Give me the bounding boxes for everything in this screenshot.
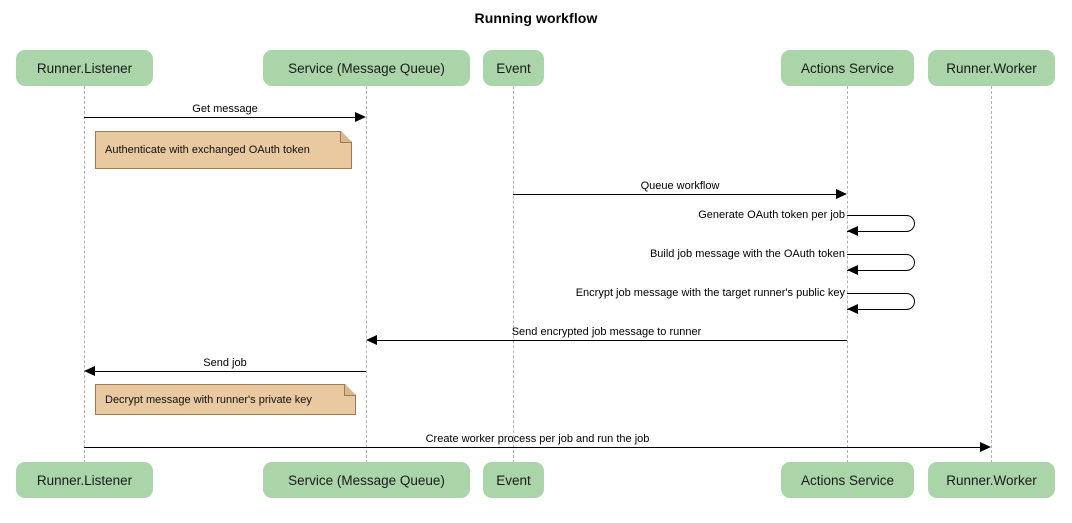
participant-label: Event: [496, 472, 531, 488]
message-line-queue-workflow: [513, 194, 837, 195]
message-line-get-message: [84, 117, 356, 118]
message-line-send-job: [95, 371, 366, 372]
participant-runner-worker-bottom[interactable]: Runner.Worker: [928, 462, 1055, 498]
arrowhead-create-worker-process: [980, 442, 991, 452]
arrowhead-encrypt-job-message: [847, 304, 858, 314]
participant-service-mq-bottom[interactable]: Service (Message Queue): [263, 462, 470, 498]
participant-label: Runner.Listener: [36, 60, 133, 76]
selfloop-build-job-message: [847, 254, 915, 271]
message-label-send-encrypted-job: Send encrypted job message to runner: [511, 326, 702, 338]
participant-label: Actions Service: [800, 60, 895, 76]
note-fold-cut: [341, 131, 352, 142]
participant-runner-worker-top[interactable]: Runner.Worker: [928, 50, 1055, 86]
arrowhead-send-job: [84, 366, 95, 376]
arrowhead-build-job-message: [847, 265, 858, 275]
message-label-build-job-message: Build job message with the OAuth token: [649, 248, 845, 260]
participant-actions-service-top[interactable]: Actions Service: [781, 50, 914, 86]
message-label-queue-workflow: Queue workflow: [640, 180, 720, 192]
arrowhead-get-message: [355, 112, 366, 122]
message-label-send-job: Send job: [203, 357, 247, 369]
note-fold-cut: [345, 384, 356, 395]
arrowhead-send-encrypted-job: [366, 335, 377, 345]
lifeline-runner-worker: [991, 86, 992, 463]
participant-label: Runner.Worker: [946, 472, 1037, 488]
message-label-encrypt-job-message: Encrypt job message with the target runn…: [575, 287, 845, 299]
participant-label: Service (Message Queue): [288, 60, 445, 76]
lifeline-service-mq: [366, 86, 367, 463]
lifeline-event: [513, 86, 514, 463]
participant-event-top[interactable]: Event: [483, 50, 544, 86]
selfloop-encrypt-job-message: [847, 293, 915, 310]
message-label-generate-oauth-token: Generate OAuth token per job: [698, 209, 845, 221]
note-text: Decrypt message with runner's private ke…: [105, 393, 312, 406]
diagram-title: Running workflow: [474, 10, 598, 26]
participant-service-mq-top[interactable]: Service (Message Queue): [263, 50, 470, 86]
arrowhead-generate-oauth-token: [847, 226, 858, 236]
participant-label: Runner.Worker: [946, 60, 1037, 76]
participant-label: Event: [496, 60, 531, 76]
note-authenticate-oauth: Authenticate with exchanged OAuth token: [95, 131, 352, 169]
participant-runner-listener-bottom[interactable]: Runner.Listener: [16, 462, 153, 498]
lifeline-runner-listener: [84, 86, 85, 463]
note-text: Authenticate with exchanged OAuth token: [105, 144, 310, 156]
participant-label: Runner.Listener: [36, 472, 133, 488]
message-line-create-worker-process: [84, 447, 980, 448]
participant-label: Actions Service: [800, 472, 895, 488]
note-decrypt-private-key: Decrypt message with runner's private ke…: [95, 384, 356, 415]
participant-runner-listener-top[interactable]: Runner.Listener: [16, 50, 153, 86]
message-label-get-message: Get message: [192, 103, 258, 115]
message-line-send-encrypted-job: [377, 340, 847, 341]
participant-actions-service-bottom[interactable]: Actions Service: [781, 462, 914, 498]
message-label-create-worker-process: Create worker process per job and run th…: [425, 433, 650, 445]
selfloop-generate-oauth-token: [847, 215, 915, 232]
participant-label: Service (Message Queue): [288, 472, 445, 488]
participant-event-bottom[interactable]: Event: [483, 462, 544, 498]
arrowhead-queue-workflow: [836, 189, 847, 199]
